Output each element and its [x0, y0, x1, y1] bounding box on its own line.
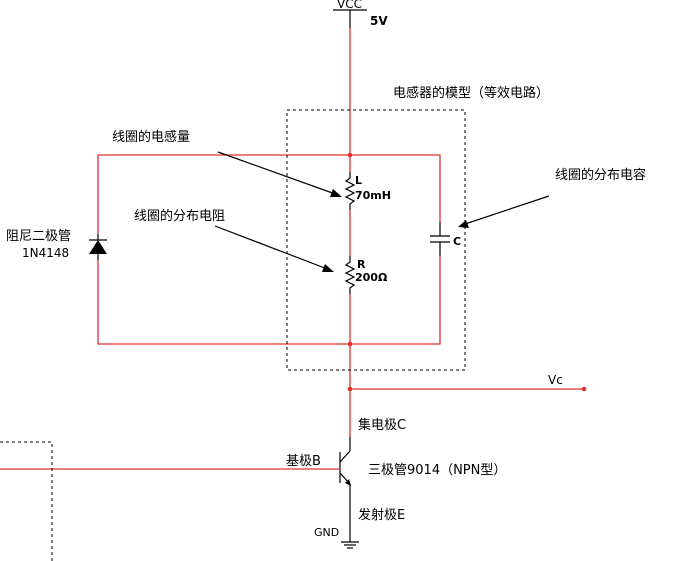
wire-diode-loop-left: [97, 154, 350, 345]
inductor-model-boundary: [286, 109, 466, 371]
resistor-R: R 200Ω: [344, 256, 388, 294]
arrow-resistance: [214, 225, 331, 271]
arrowhead-resistance-icon: [322, 264, 334, 272]
arrow-capacitance: [461, 195, 550, 226]
arrow-inductance: [217, 151, 339, 196]
inductor-designator: L: [355, 174, 362, 187]
diode-name-label: 阻尼二极管: [6, 229, 71, 244]
transistor-collector-lead: [339, 450, 351, 463]
arrowhead-inductance-icon: [330, 189, 342, 197]
ground-symbol: GND: [314, 526, 359, 549]
inductor-symbol: [344, 172, 356, 210]
inductor-model-title: 电感器的模型（等效电路）: [393, 85, 549, 101]
emitter-label: 发射极E: [358, 507, 405, 523]
driver-block-boundary: [0, 441, 53, 561]
wire-capacitor-loop-right: [350, 154, 441, 345]
collector-label: 集电极C: [358, 417, 406, 433]
inductor-value: 70mH: [355, 189, 391, 202]
inductor-L: L 70mH: [344, 172, 391, 210]
vcc-symbol: VCC 5V: [333, 0, 388, 28]
coil-resistance-label: 线圈的分布电阻: [134, 208, 225, 224]
capacitor-designator: C: [453, 235, 461, 248]
capacitor-C: C: [430, 222, 461, 256]
resistor-designator: R: [357, 258, 366, 271]
vc-label: Vc: [548, 373, 563, 387]
arrowhead-capacitance-icon: [458, 220, 469, 228]
junction-top: [347, 152, 353, 158]
damping-diode: 阻尼二极管 1N4148: [6, 229, 107, 260]
coil-capacitance-label: 线圈的分布电容: [555, 167, 646, 183]
base-label: 基极B: [286, 454, 321, 469]
resistor-symbol: [344, 256, 356, 294]
vcc-label: VCC: [337, 0, 362, 11]
vcc-voltage-label: 5V: [370, 14, 388, 28]
ground-label: GND: [314, 526, 339, 539]
capacitor-wire-gap: [430, 222, 450, 256]
coil-inductance-label: 线圈的电感量: [112, 129, 190, 145]
diode-part-label: 1N4148: [22, 246, 69, 260]
vc-terminal: [581, 386, 587, 392]
diode-triangle-icon: [89, 240, 107, 254]
resistor-value: 200Ω: [355, 271, 388, 284]
npn-transistor: 集电极C 基极B 三极管9014（NPN型） 发射极E: [286, 417, 506, 542]
transistor-part-label: 三极管9014（NPN型）: [368, 463, 506, 478]
junction-bottom: [347, 341, 353, 347]
annotation-arrows: [214, 151, 550, 272]
